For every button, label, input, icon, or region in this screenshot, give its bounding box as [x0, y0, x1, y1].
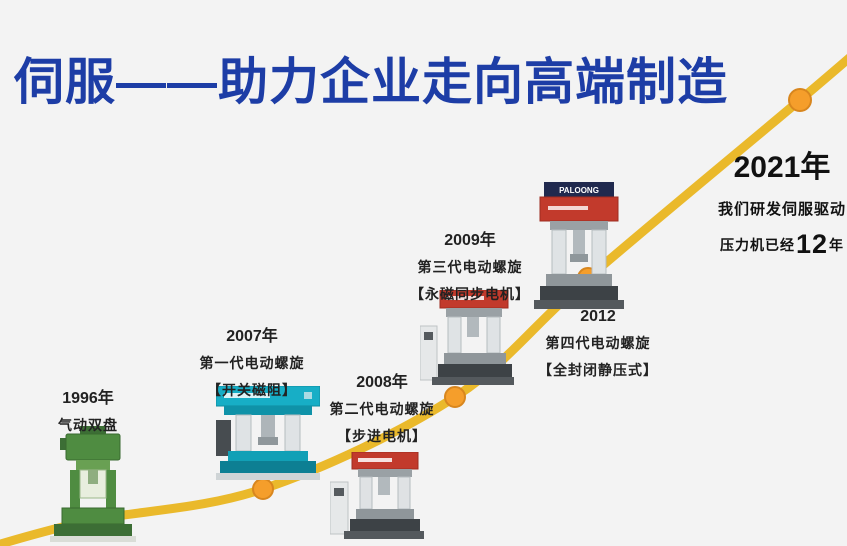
machine-1996-image: [46, 426, 142, 546]
finale-line2-prefix: 压力机已经: [719, 237, 795, 253]
milestone-description: 第二代电动螺旋: [329, 401, 435, 417]
milestone-description: 第三代电动螺旋: [417, 259, 523, 275]
milestone-2021-label: 2021年 我们研发伺服驱动 压力机已经12年: [718, 142, 846, 260]
milestone-description: 气动双盘: [58, 417, 118, 433]
milestone-dot-2021: [788, 88, 812, 112]
milestone-detail: 【全封闭静压式】: [538, 362, 658, 378]
milestone-description: 第四代电动螺旋: [545, 335, 651, 351]
milestone-year: 2012: [580, 308, 616, 325]
milestone-2012-label: 2012 第四代电动螺旋 【全封闭静压式】: [538, 308, 658, 387]
milestone-detail: 【开关磁阻】: [207, 382, 297, 398]
milestone-year: 2021年: [733, 151, 831, 184]
milestone-year: 2007年: [226, 328, 278, 345]
milestone-dot-2007: [252, 478, 274, 500]
milestone-1996-label: 1996年 气动双盘: [58, 384, 118, 442]
machine-2012-image: PALOONG: [532, 182, 626, 314]
finale-line2: 压力机已经12年: [718, 229, 846, 260]
milestone-year: 1996年: [62, 390, 114, 407]
milestone-2008-label: 2008年 第二代电动螺旋 【步进电机】: [330, 368, 435, 453]
finale-line2-suffix: 年: [829, 237, 845, 253]
machine-brand-label: PALOONG: [559, 186, 599, 195]
finale-years-count: 12: [795, 229, 829, 259]
page-title: 伺服——助力企业走向高端制造: [14, 54, 728, 110]
milestone-description: 第一代电动螺旋: [199, 355, 305, 371]
finale-line1: 我们研发伺服驱动: [717, 201, 847, 218]
milestone-detail: 【永磁同步电机】: [410, 286, 530, 302]
press-machine-brand-icon: PALOONG: [534, 182, 624, 309]
press-machine-green-icon: [50, 426, 136, 542]
press-machine-red-icon: [330, 452, 424, 539]
milestone-2007-label: 2007年 第一代电动螺旋 【开关磁阻】: [200, 322, 305, 407]
milestone-year: 2008年: [356, 374, 408, 391]
machine-2008-image: [330, 452, 426, 546]
milestone-detail: 【步进电机】: [337, 428, 427, 444]
milestone-2009-label: 2009年 第三代电动螺旋 【永磁同步电机】: [410, 226, 530, 311]
milestone-year: 2009年: [444, 232, 496, 249]
